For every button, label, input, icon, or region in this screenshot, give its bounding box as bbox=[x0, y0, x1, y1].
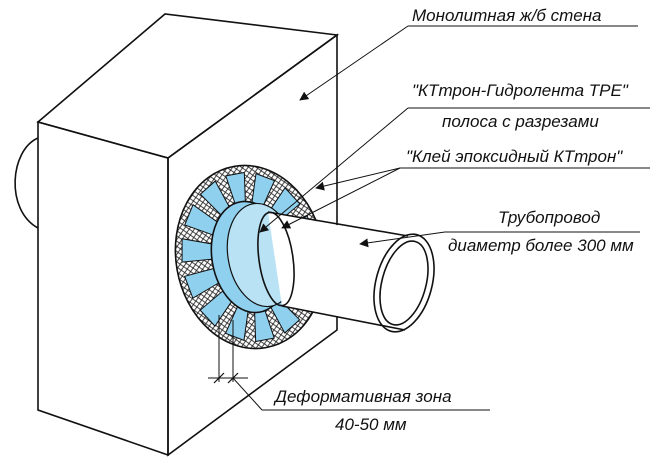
concrete-wall bbox=[14, 13, 340, 457]
wall-label: Монолитная ж/б стена bbox=[412, 6, 602, 25]
glue-label: "Клей эпоксидный КТтрон" bbox=[406, 147, 623, 166]
zone-label-line1: Деформативная зона bbox=[273, 387, 452, 406]
tape-label-line2: полоса с разрезами bbox=[442, 112, 599, 131]
pipe-label-line1: Трубопровод bbox=[498, 208, 600, 227]
pipe-label-line2: диаметр более 300 мм bbox=[448, 236, 634, 255]
leader-lines bbox=[259, 25, 650, 248]
zone-label-line2: 40-50 мм bbox=[335, 415, 407, 434]
tape-label-line1: "КТтрон-Гидролента ТРЕ" bbox=[412, 81, 629, 100]
labels: Монолитная ж/б стена "КТтрон-Гидролента … bbox=[273, 6, 634, 434]
deformation-zone-dimension bbox=[208, 315, 490, 411]
